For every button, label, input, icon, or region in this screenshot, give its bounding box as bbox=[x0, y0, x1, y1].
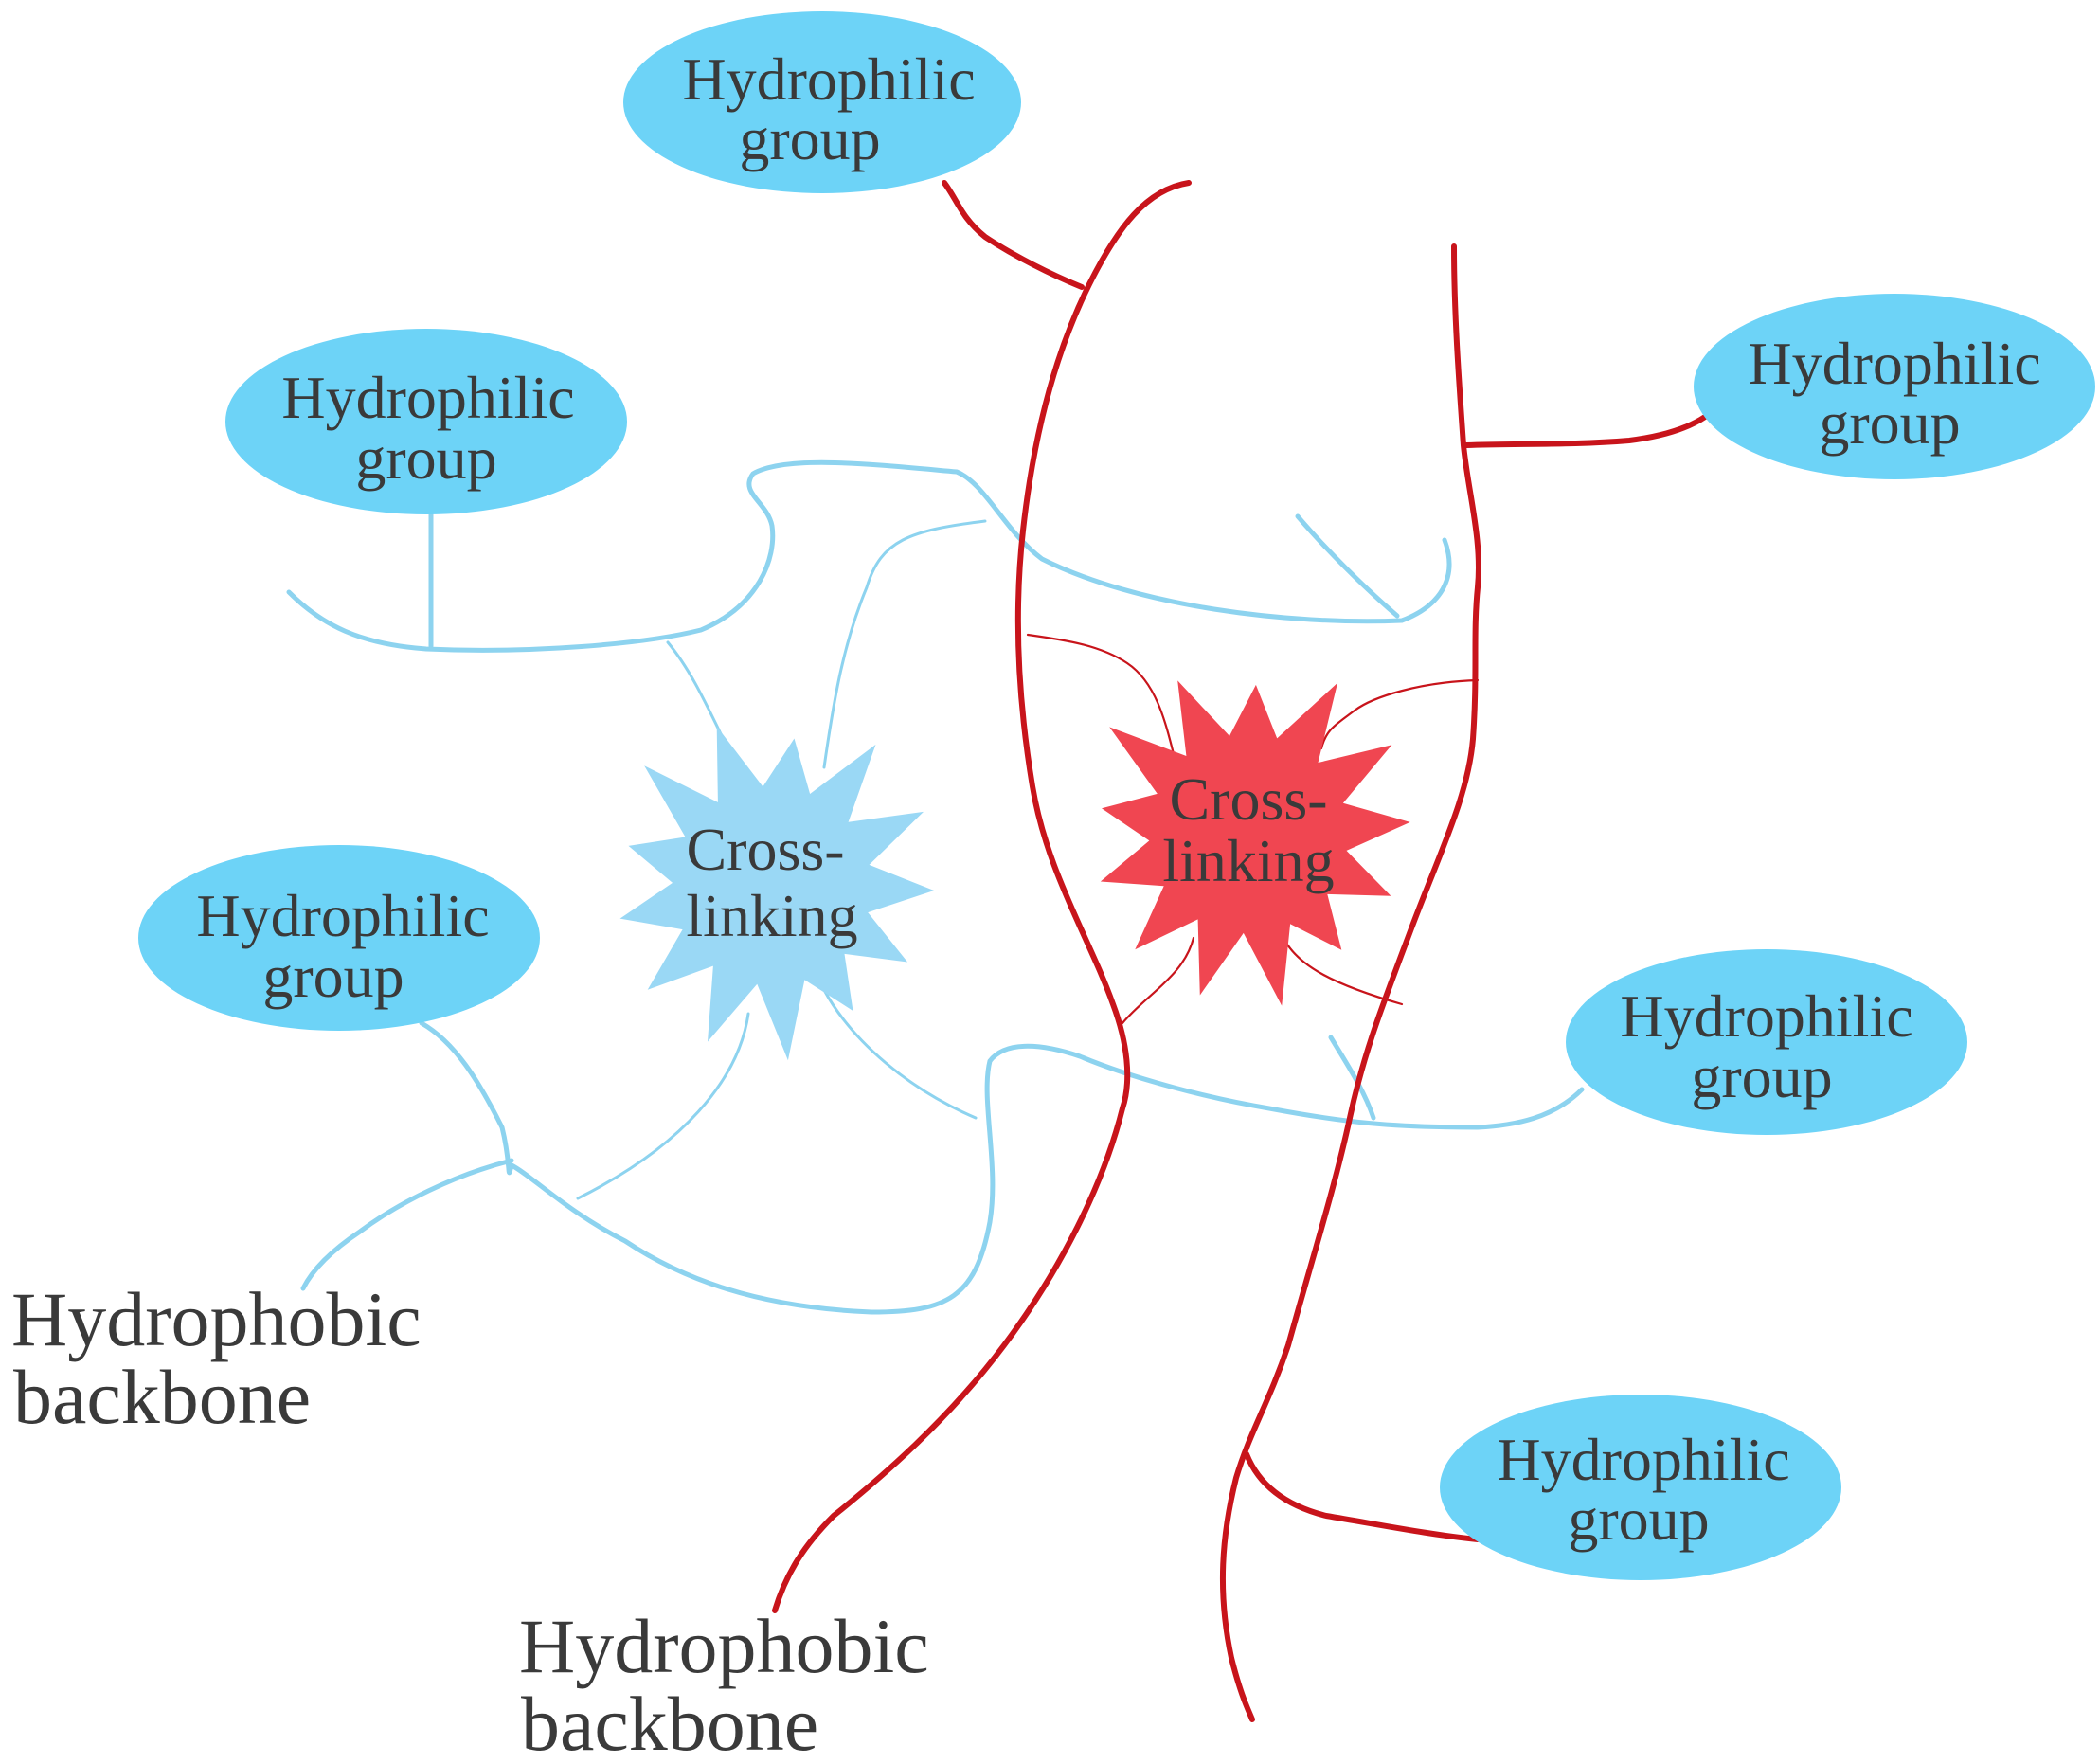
red-polymer-network bbox=[772, 180, 1708, 1722]
backbone-label-blue: Hydrophobic backbone bbox=[11, 1276, 422, 1440]
backbone-label-blue-line2: backbone bbox=[13, 1354, 311, 1440]
blue-crosslink-strand-4 bbox=[576, 1012, 750, 1200]
backbone-label-red-line1: Hydrophobic bbox=[519, 1603, 929, 1689]
hydrophilic-group-right-bottom: Hydrophilic group bbox=[1440, 1395, 1841, 1580]
blue-crosslink-strand-2 bbox=[822, 519, 987, 769]
hydrophilic-group-right-top: Hydrophilic group bbox=[1694, 294, 2095, 479]
backbone-label-blue-line1: Hydrophobic bbox=[11, 1276, 422, 1362]
hydrophilic-group-left-bottom-ellipse bbox=[138, 845, 540, 1031]
hydrophilic-group-left-top: Hydrophilic group bbox=[225, 329, 627, 514]
hydrophilic-group-right-middle: Hydrophilic group bbox=[1566, 949, 1967, 1135]
red-crosslink-strand-3 bbox=[1121, 936, 1195, 1025]
blue-chain-tail bbox=[1295, 513, 1400, 619]
cross-linking-red: Cross- linking bbox=[1100, 680, 1410, 1006]
hydrophilic-group-right-middle-ellipse bbox=[1566, 949, 1967, 1135]
hydrophilic-group-left-bottom: Hydrophilic group bbox=[138, 845, 540, 1031]
hydrophilic-group-right-top-line1: Hydrophilic bbox=[1748, 330, 2040, 397]
blue-chain-lower-tail bbox=[300, 1158, 514, 1291]
blue-chain-upper bbox=[286, 459, 1452, 653]
hydrophilic-group-top-line2: group bbox=[739, 105, 880, 172]
hydrophilic-group-left-bottom-line1: Hydrophilic bbox=[196, 882, 489, 949]
blue-chain-lower bbox=[419, 1020, 1585, 1315]
cross-linking-blue-line1: Cross- bbox=[686, 816, 844, 883]
red-backbone-right bbox=[1219, 243, 1481, 1722]
hydrophilic-group-right-middle-line1: Hydrophilic bbox=[1620, 982, 1912, 1050]
hydrophilic-group-left-top-line2: group bbox=[355, 424, 496, 492]
red-branch-to-group-top bbox=[942, 180, 1085, 290]
hydrophilic-group-left-top-line1: Hydrophilic bbox=[281, 364, 574, 431]
hydrophilic-group-right-middle-line2: group bbox=[1691, 1043, 1832, 1110]
red-crosslink-strand-4 bbox=[1282, 936, 1404, 1006]
hydrophilic-group-top-line1: Hydrophilic bbox=[682, 45, 975, 113]
backbone-label-red: Hydrophobic backbone bbox=[519, 1603, 929, 1764]
blue-crosslink-strand-3 bbox=[822, 988, 978, 1120]
blue-polymer-network bbox=[286, 459, 1585, 1315]
hydrophilic-group-left-top-ellipse bbox=[225, 329, 627, 514]
cross-linking-blue-line2: linking bbox=[686, 882, 857, 949]
cross-linking-blue: Cross- linking bbox=[619, 726, 935, 1061]
cross-linking-red-line1: Cross- bbox=[1169, 765, 1327, 833]
red-branch-to-group-right-top bbox=[1463, 414, 1708, 448]
red-crosslink-strand-1 bbox=[1026, 633, 1176, 760]
hydrophilic-group-right-bottom-ellipse bbox=[1440, 1395, 1841, 1580]
red-backbone-left bbox=[772, 180, 1192, 1613]
cross-linking-red-line2: linking bbox=[1162, 827, 1334, 894]
red-branch-to-group-right-bottom bbox=[1244, 1451, 1481, 1542]
hydrophilic-group-right-bottom-line2: group bbox=[1568, 1485, 1709, 1553]
hydrophilic-group-right-top-ellipse bbox=[1694, 294, 2095, 479]
hydrophilic-group-right-top-line2: group bbox=[1819, 389, 1960, 457]
red-crosslink-strand-2 bbox=[1319, 678, 1480, 750]
cross-linking-blue-star bbox=[619, 726, 935, 1061]
hydrophilic-group-top-ellipse bbox=[623, 11, 1021, 193]
hydrophilic-group-left-bottom-line2: group bbox=[262, 943, 404, 1010]
hydrophilic-group-right-bottom-line1: Hydrophilic bbox=[1497, 1426, 1789, 1493]
blue-chain-drop bbox=[1328, 1035, 1376, 1121]
hydrophilic-group-top: Hydrophilic group bbox=[623, 11, 1021, 193]
backbone-label-red-line2: backbone bbox=[521, 1681, 818, 1764]
cross-linking-red-star bbox=[1100, 680, 1410, 1006]
